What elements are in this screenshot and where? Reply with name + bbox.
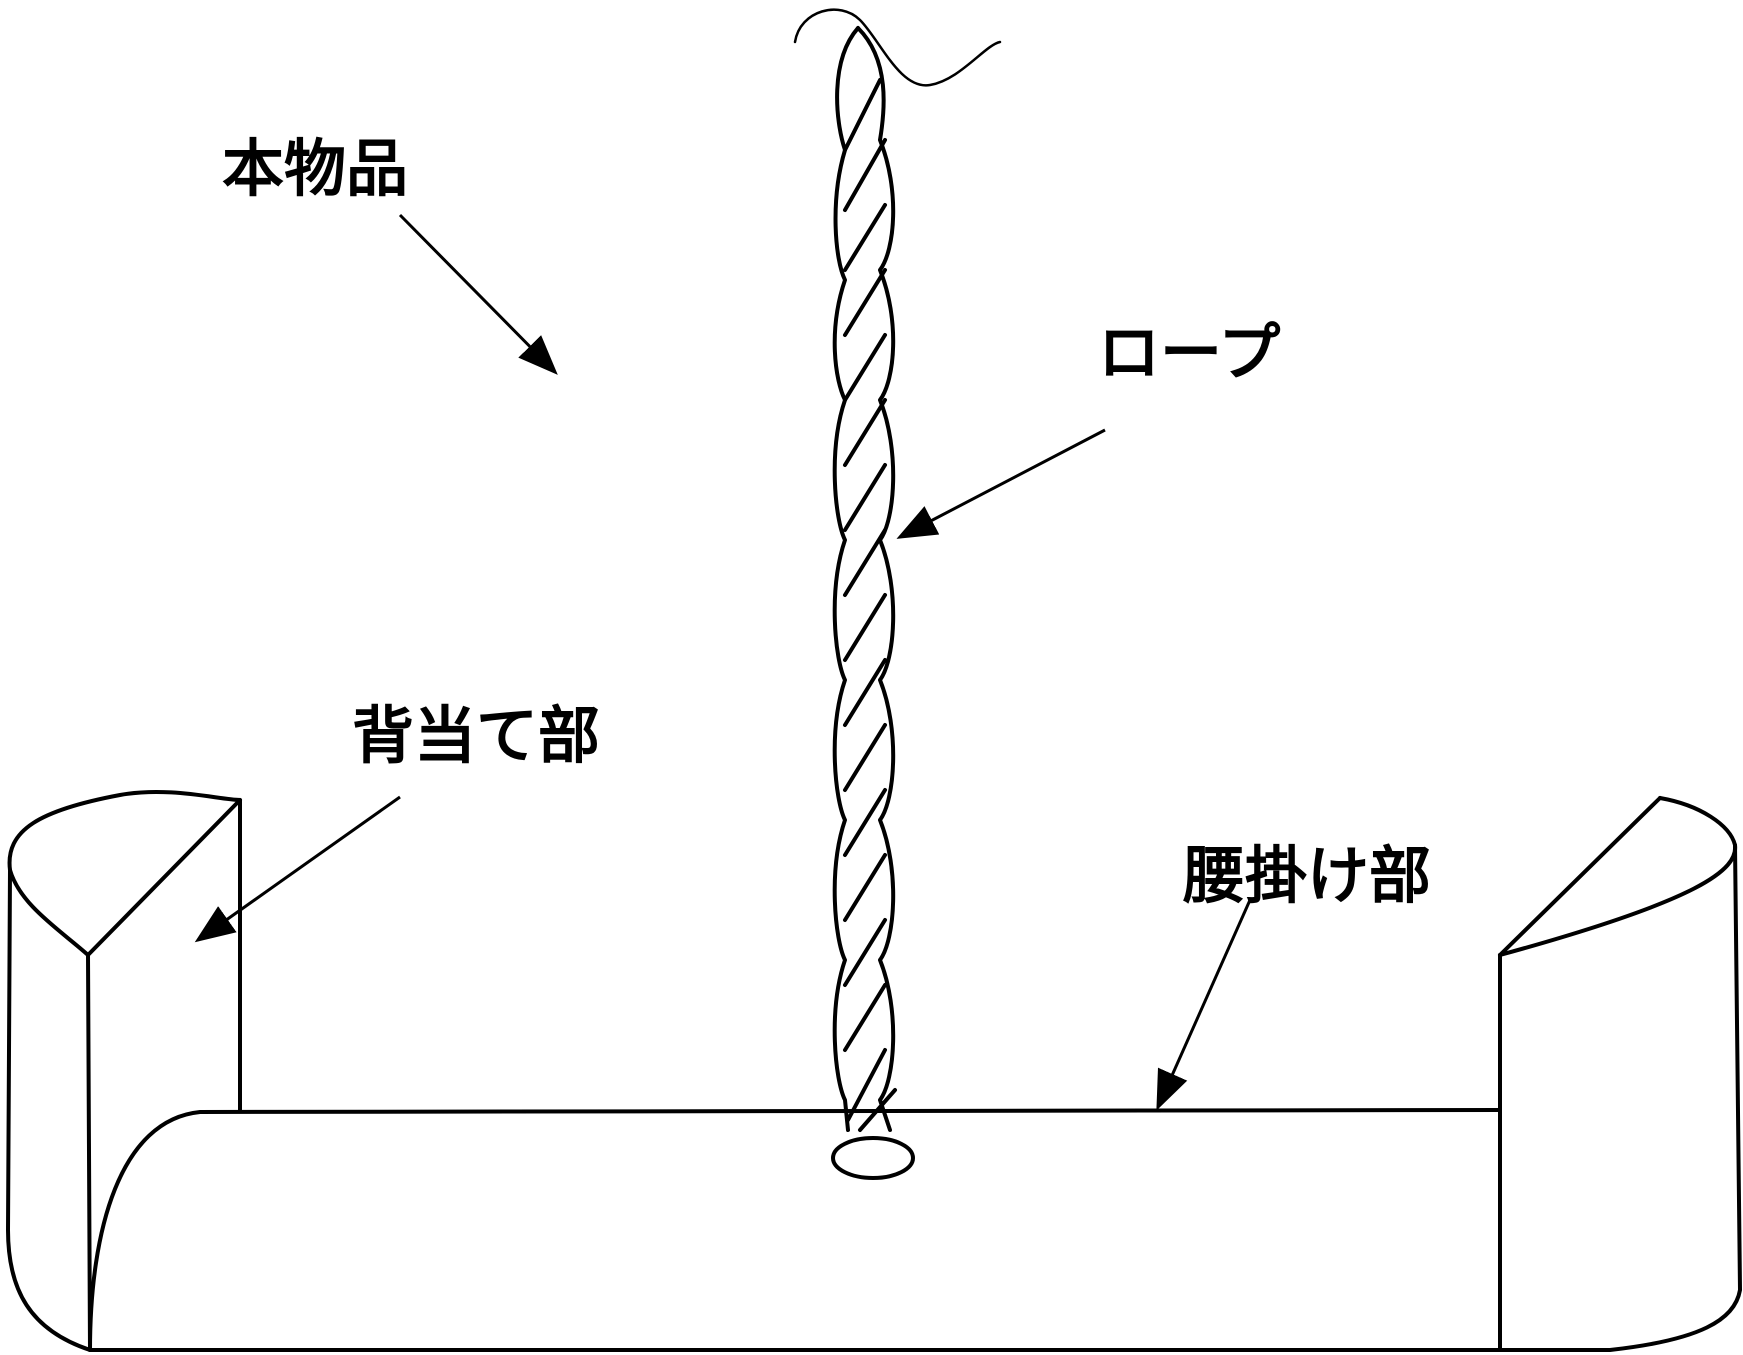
left-end-top-edge — [8, 868, 90, 957]
arrow-rope — [896, 428, 1106, 539]
rope-hole — [831, 1136, 915, 1180]
left-end-inner-vertical — [86, 953, 92, 1352]
label-back-rest: 背当て部 — [352, 699, 600, 772]
arrow-seat — [1156, 899, 1252, 1111]
seat-body — [6, 789, 1742, 1352]
right-end-fold — [1498, 796, 1662, 957]
left-end-outer-vertical — [6, 868, 92, 1352]
right-end-outer-vertical — [1498, 843, 1742, 1352]
label-main-item: 本物品 — [222, 132, 408, 205]
arrow-back-rest — [194, 795, 401, 943]
arrow-main-item — [398, 213, 558, 375]
right-end-top-arc — [1498, 796, 1738, 957]
left-end-outer — [7, 789, 242, 1112]
rope — [793, 8, 1002, 1180]
rope-loose-end — [793, 8, 1002, 87]
label-seat: 腰掛け部 — [1183, 839, 1431, 912]
left-end-fold — [86, 798, 242, 957]
seat-top-edge — [88, 1108, 1502, 1352]
rope-right-edge — [856, 26, 896, 1132]
rope-twists — [843, 78, 897, 1132]
label-rope: ロープ — [1098, 316, 1280, 389]
rope-left-edge — [832, 26, 860, 1132]
